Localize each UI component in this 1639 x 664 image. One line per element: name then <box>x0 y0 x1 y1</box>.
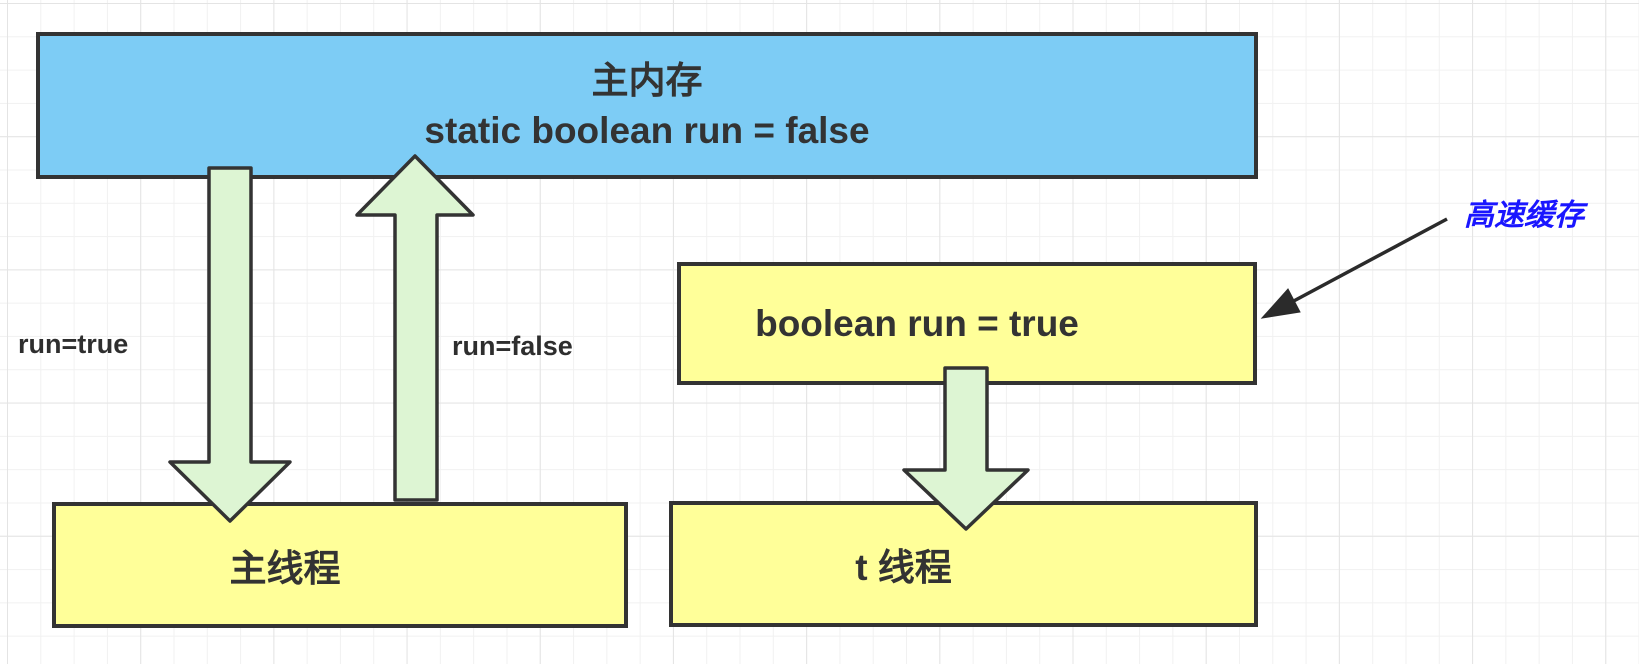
main-memory-title: 主内存 <box>591 59 703 101</box>
cache-box: boolean run = true <box>677 262 1257 385</box>
main-thread-box: 主线程 <box>52 502 628 628</box>
main-thread-label: 主线程 <box>229 548 341 589</box>
cache-annotation-arrowhead-icon <box>1260 288 1301 319</box>
main-memory-code: static boolean run = false <box>424 109 870 151</box>
arrow-main-memory-to-main-thread <box>168 166 292 523</box>
run-false-label: run=false <box>452 331 573 361</box>
run-true-label: run=true <box>18 329 129 359</box>
t-thread-label: t 线程 <box>855 547 952 588</box>
cache-box-code: boolean run = true <box>755 302 1079 344</box>
cache-annotation-line <box>1289 217 1448 305</box>
cache-annotation-label: 高速缓存 <box>1464 199 1584 232</box>
t-thread-box: t 线程 <box>669 501 1258 627</box>
main-memory-box: 主内存 static boolean run = false <box>36 32 1258 179</box>
arrow-main-thread-to-main-memory <box>355 154 475 502</box>
